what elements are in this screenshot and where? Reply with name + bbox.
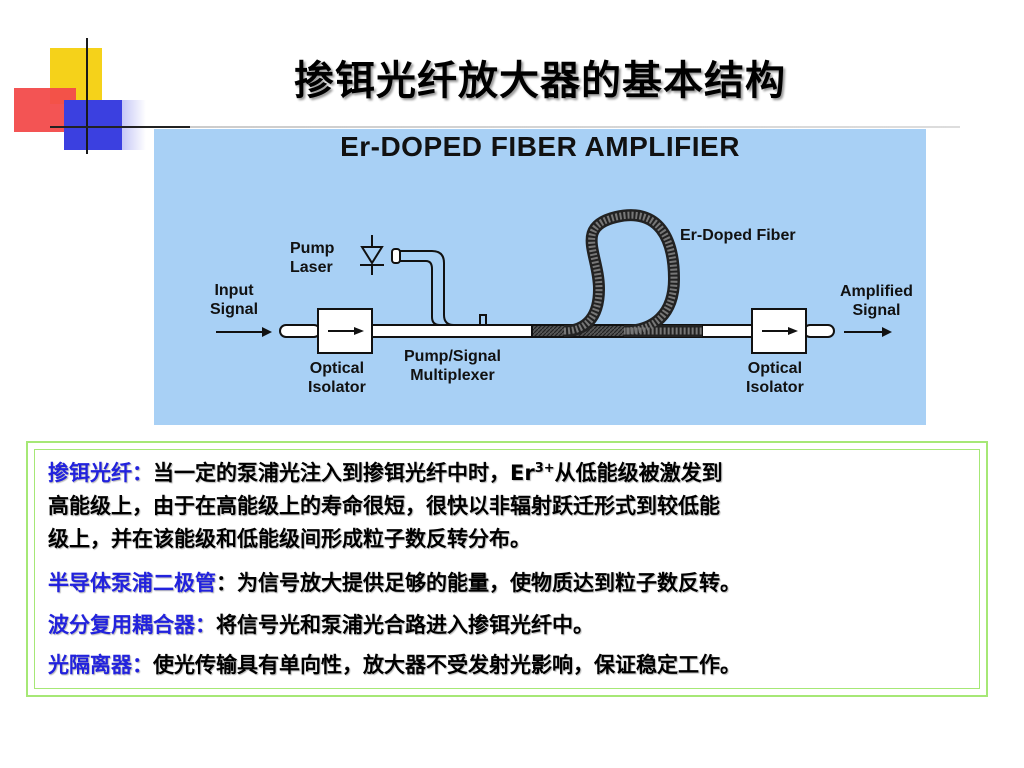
er-doped-fiber-label: Er-Doped Fiber [680, 227, 796, 244]
multiplexer-label: Pump/Signal Multiplexer [404, 347, 501, 385]
output-arrow [844, 327, 892, 337]
isolator-1-label-line2: Isolator [308, 379, 366, 396]
er-doped-fiber-loop [563, 209, 702, 337]
isolator-1-label-line1: Optical [309, 360, 365, 377]
edfa-diagram-svg [216, 209, 892, 354]
pump-laser-label-line2: Laser [290, 259, 333, 276]
pump-fiber [391, 248, 487, 326]
paragraph-erbium-fiber: 掺铒光纤：当一定的泵浦光注入到掺铒光纤中时，Er3+从低能级被激发到 高能级上，… [48, 457, 723, 556]
slide-title: 掺铒光纤放大器的基本结构 [294, 58, 786, 104]
explanation-box-inner-border [34, 449, 980, 689]
p1-text-a: 当一定的泵浦光注入到掺铒光纤中时， [153, 461, 510, 485]
p1-er: Er [510, 461, 535, 485]
deco-blue-fade [96, 100, 146, 150]
deco-vertical-line [86, 38, 88, 154]
diagram-title: Er-DOPED FIBER AMPLIFIER [340, 131, 740, 162]
multiplexer-label-line2: Multiplexer [410, 367, 495, 384]
term-pump-diode: 半导体泵浦二极管 [48, 571, 216, 595]
p2-text: ：为信号放大提供足够的能量，使物质达到粒子数反转。 [216, 571, 741, 595]
isolator-2-label-line2: Isolator [746, 379, 804, 396]
p1-line3: 级上，并在该能级和低能级间形成粒子数反转分布。 [48, 527, 531, 551]
amplified-signal-label-line1: Amplified [840, 283, 913, 300]
paragraph-optical-isolator: 光隔离器：使光传输具有单向性，放大器不受发射光影响，保证稳定工作。 [48, 649, 741, 682]
deco-horizontal-line [50, 126, 960, 128]
isolator-2-label: Optical Isolator [746, 359, 804, 397]
input-signal-label: Input Signal [210, 281, 258, 319]
p1-text-b: 从低能级被激发到 [554, 461, 723, 485]
term-erbium-fiber: 掺铒光纤： [48, 461, 153, 485]
pump-laser-label: Pump Laser [290, 239, 334, 277]
multiplexer-label-line1: Pump/Signal [404, 348, 501, 365]
paragraph-wdm-coupler: 波分复用耦合器：将信号光和泵浦光合路进入掺铒光纤中。 [48, 609, 594, 642]
term-wdm-coupler: 波分复用耦合器： [48, 613, 216, 637]
input-signal-label-line2: Signal [210, 301, 259, 318]
p1-er-superscript: 3+ [534, 461, 555, 476]
input-arrow [216, 327, 272, 337]
optical-isolator-1 [317, 308, 373, 354]
amplified-signal-label-line2: Signal [852, 302, 901, 319]
pump-laser-label-line1: Pump [290, 240, 335, 257]
p4-text: 使光传输具有单向性，放大器不受发射光影响，保证稳定工作。 [153, 653, 741, 677]
p3-text: 将信号光和泵浦光合路进入掺铒光纤中。 [216, 613, 594, 637]
isolator-1-label: Optical Isolator [308, 359, 366, 397]
p1-line2: 高能级上，由于在高能级上的寿命很短，很快以非辐射跃迁形式到较低能 [48, 494, 720, 518]
edfa-diagram: Er-DOPED FIBER AMPLIFIER Pump Laser Inpu… [154, 129, 926, 425]
term-optical-isolator: 光隔离器： [48, 653, 153, 677]
explanation-box: 掺铒光纤：当一定的泵浦光注入到掺铒光纤中时，Er3+从低能级被激发到 高能级上，… [26, 441, 988, 697]
isolator-2-label-line1: Optical [747, 360, 803, 377]
optical-isolator-2 [751, 308, 807, 354]
input-signal-label-line1: Input [214, 282, 254, 299]
pump-laser-diode [360, 235, 384, 275]
amplified-signal-label: Amplified Signal [840, 282, 913, 320]
paragraph-pump-diode: 半导体泵浦二极管：为信号放大提供足够的能量，使物质达到粒子数反转。 [48, 567, 741, 600]
